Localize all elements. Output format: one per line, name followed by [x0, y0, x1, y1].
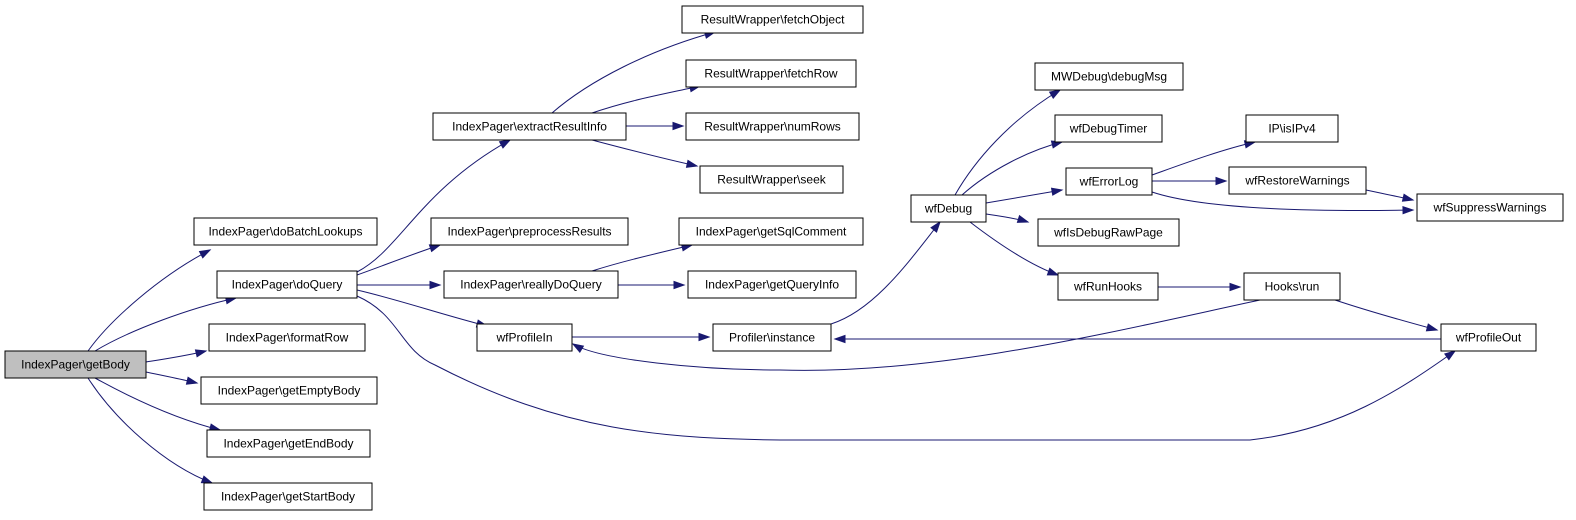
- node-get-empty-body[interactable]: IndexPager\getEmptyBody: [200, 376, 378, 405]
- node-label: IndexPager\preprocessResults: [447, 225, 611, 239]
- edge-hooksRun-to-wfProfileIn: [571, 299, 1261, 371]
- node-label: IndexPager\getEndBody: [223, 437, 353, 451]
- node-hooks-run[interactable]: Hooks\run: [1243, 272, 1341, 301]
- edge-wfDebug-to-wfErrorLog: [985, 187, 1064, 204]
- node-preprocess-results[interactable]: IndexPager\preprocessResults: [430, 217, 629, 246]
- node-wf-error-log[interactable]: wfErrorLog: [1065, 167, 1153, 196]
- edge-wfDebug-to-wfDebugTimer: [961, 140, 1064, 196]
- node-do-query[interactable]: IndexPager\doQuery: [216, 270, 358, 299]
- node-get-end-body[interactable]: IndexPager\getEndBody: [206, 429, 371, 458]
- node-label: wfIsDebugRawPage: [1053, 226, 1163, 240]
- edge-wfProfileOut-to-profilerInstance: [833, 334, 1441, 344]
- edge-doQuery-to-extractResultInfo: [356, 139, 512, 273]
- node-label: wfSuppressWarnings: [1433, 201, 1547, 215]
- node-label: IndexPager\getBody: [21, 358, 130, 372]
- node-label: IndexPager\reallyDoQuery: [460, 278, 601, 292]
- node-get-sql-comment[interactable]: IndexPager\getSqlComment: [678, 217, 864, 246]
- edge-profilerInstance-to-wfDebug: [830, 220, 941, 325]
- node-label: wfDebug: [924, 202, 972, 216]
- node-label: wfErrorLog: [1079, 175, 1139, 189]
- edge-wfDebug-to-wfRunHooks: [969, 221, 1060, 276]
- node-label: wfRunHooks: [1073, 280, 1142, 294]
- node-do-batch-lookups[interactable]: IndexPager\doBatchLookups: [193, 217, 378, 246]
- node-wf-run-hooks[interactable]: wfRunHooks: [1057, 272, 1159, 301]
- edge-extractResultInfo-to-fetchRow: [591, 84, 702, 114]
- edge-reallyDoQuery-to-getQueryInfo: [618, 280, 686, 290]
- edge-extractResultInfo-to-numRows: [626, 121, 685, 131]
- node-wf-is-debug-raw-page[interactable]: wfIsDebugRawPage: [1037, 218, 1180, 247]
- node-get-start-body[interactable]: IndexPager\getStartBody: [203, 482, 373, 511]
- node-get-body[interactable]: IndexPager\getBody: [4, 350, 147, 379]
- node-label: ResultWrapper\numRows: [704, 120, 841, 134]
- node-label: Profiler\instance: [729, 331, 815, 345]
- edge-getBody-to-getEmptyBody: [145, 371, 199, 385]
- node-fetch-object[interactable]: ResultWrapper\fetchObject: [681, 5, 864, 34]
- edge-hooksRun-to-wfProfileOut: [1334, 299, 1439, 332]
- node-get-query-info[interactable]: IndexPager\getQueryInfo: [687, 270, 857, 299]
- node-label: IndexPager\doBatchLookups: [208, 225, 362, 239]
- node-label: MWDebug\debugMsg: [1051, 70, 1167, 84]
- edge-reallyDoQuery-to-getSqlComment: [591, 243, 694, 272]
- node-layer: IndexPager\getBody IndexPager\doBatchLook…: [4, 5, 1564, 511]
- node-debug-msg[interactable]: MWDebug\debugMsg: [1034, 62, 1184, 91]
- node-is-i-pv4[interactable]: IP\isIPv4: [1245, 114, 1339, 143]
- node-wf-restore-warnings[interactable]: wfRestoreWarnings: [1228, 166, 1367, 195]
- node-label: IndexPager\extractResultInfo: [452, 120, 607, 134]
- node-label: wfProfileIn: [495, 331, 552, 345]
- edge-getBody-to-getEndBody: [94, 377, 222, 432]
- node-wf-debug[interactable]: wfDebug: [910, 194, 987, 223]
- edge-wfRestoreWarnings-to-wfSuppressWarnings: [1365, 189, 1415, 202]
- node-wf-debug-timer[interactable]: wfDebugTimer: [1054, 114, 1163, 143]
- node-really-do-query[interactable]: IndexPager\reallyDoQuery: [443, 270, 619, 299]
- node-label: ResultWrapper\fetchObject: [701, 13, 846, 27]
- node-label: IndexPager\getStartBody: [221, 490, 355, 504]
- edge-extractResultInfo-to-seek: [591, 139, 699, 168]
- node-label: wfProfileOut: [1455, 331, 1522, 345]
- edge-getBody-to-formatRow: [145, 349, 208, 363]
- node-label: wfRestoreWarnings: [1244, 174, 1349, 188]
- node-num-rows[interactable]: ResultWrapper\numRows: [685, 112, 860, 141]
- node-label: wfDebugTimer: [1069, 122, 1148, 136]
- node-extract-result-info[interactable]: IndexPager\extractResultInfo: [432, 112, 627, 141]
- node-label: IndexPager\getQueryInfo: [705, 278, 839, 292]
- node-seek[interactable]: ResultWrapper\seek: [699, 165, 844, 194]
- node-label: IndexPager\getSqlComment: [696, 225, 847, 239]
- node-label: Hooks\run: [1265, 280, 1320, 294]
- edge-wfDebug-to-debugMsg: [954, 89, 1062, 196]
- node-wf-suppress-warnings[interactable]: wfSuppressWarnings: [1416, 193, 1564, 222]
- node-profiler-instance[interactable]: Profiler\instance: [712, 323, 832, 352]
- edge-wfRunHooks-to-hooksRun: [1158, 282, 1242, 292]
- node-label: IndexPager\getEmptyBody: [218, 384, 361, 398]
- edge-wfProfileIn-to-profilerInstance: [572, 332, 711, 342]
- node-format-row[interactable]: IndexPager\formatRow: [208, 323, 366, 352]
- node-label: IP\isIPv4: [1268, 122, 1316, 136]
- edge-wfErrorLog-to-wfRestoreWarnings: [1152, 176, 1228, 186]
- node-label: ResultWrapper\fetchRow: [704, 67, 838, 81]
- node-label: IndexPager\doQuery: [232, 278, 343, 292]
- node-fetch-row[interactable]: ResultWrapper\fetchRow: [685, 59, 857, 88]
- edge-getBody-to-getStartBody: [87, 377, 214, 484]
- node-label: IndexPager\formatRow: [226, 331, 349, 345]
- edge-layer: [87, 30, 1457, 484]
- edge-wfErrorLog-to-wfSuppressWarnings: [1151, 191, 1415, 215]
- edge-doQuery-to-preprocessResults: [356, 244, 442, 276]
- edge-doQuery-to-reallyDoQuery: [357, 280, 442, 290]
- edge-wfDebug-to-wfIsDebugRawPage: [985, 213, 1030, 223]
- edge-getBody-to-doBatchLookups: [87, 249, 212, 352]
- node-label: ResultWrapper\seek: [717, 173, 826, 187]
- node-wf-profile-in[interactable]: wfProfileIn: [476, 323, 573, 352]
- node-wf-profile-out[interactable]: wfProfileOut: [1440, 323, 1537, 352]
- edge-doQuery-to-wfProfileOut: [356, 295, 1457, 441]
